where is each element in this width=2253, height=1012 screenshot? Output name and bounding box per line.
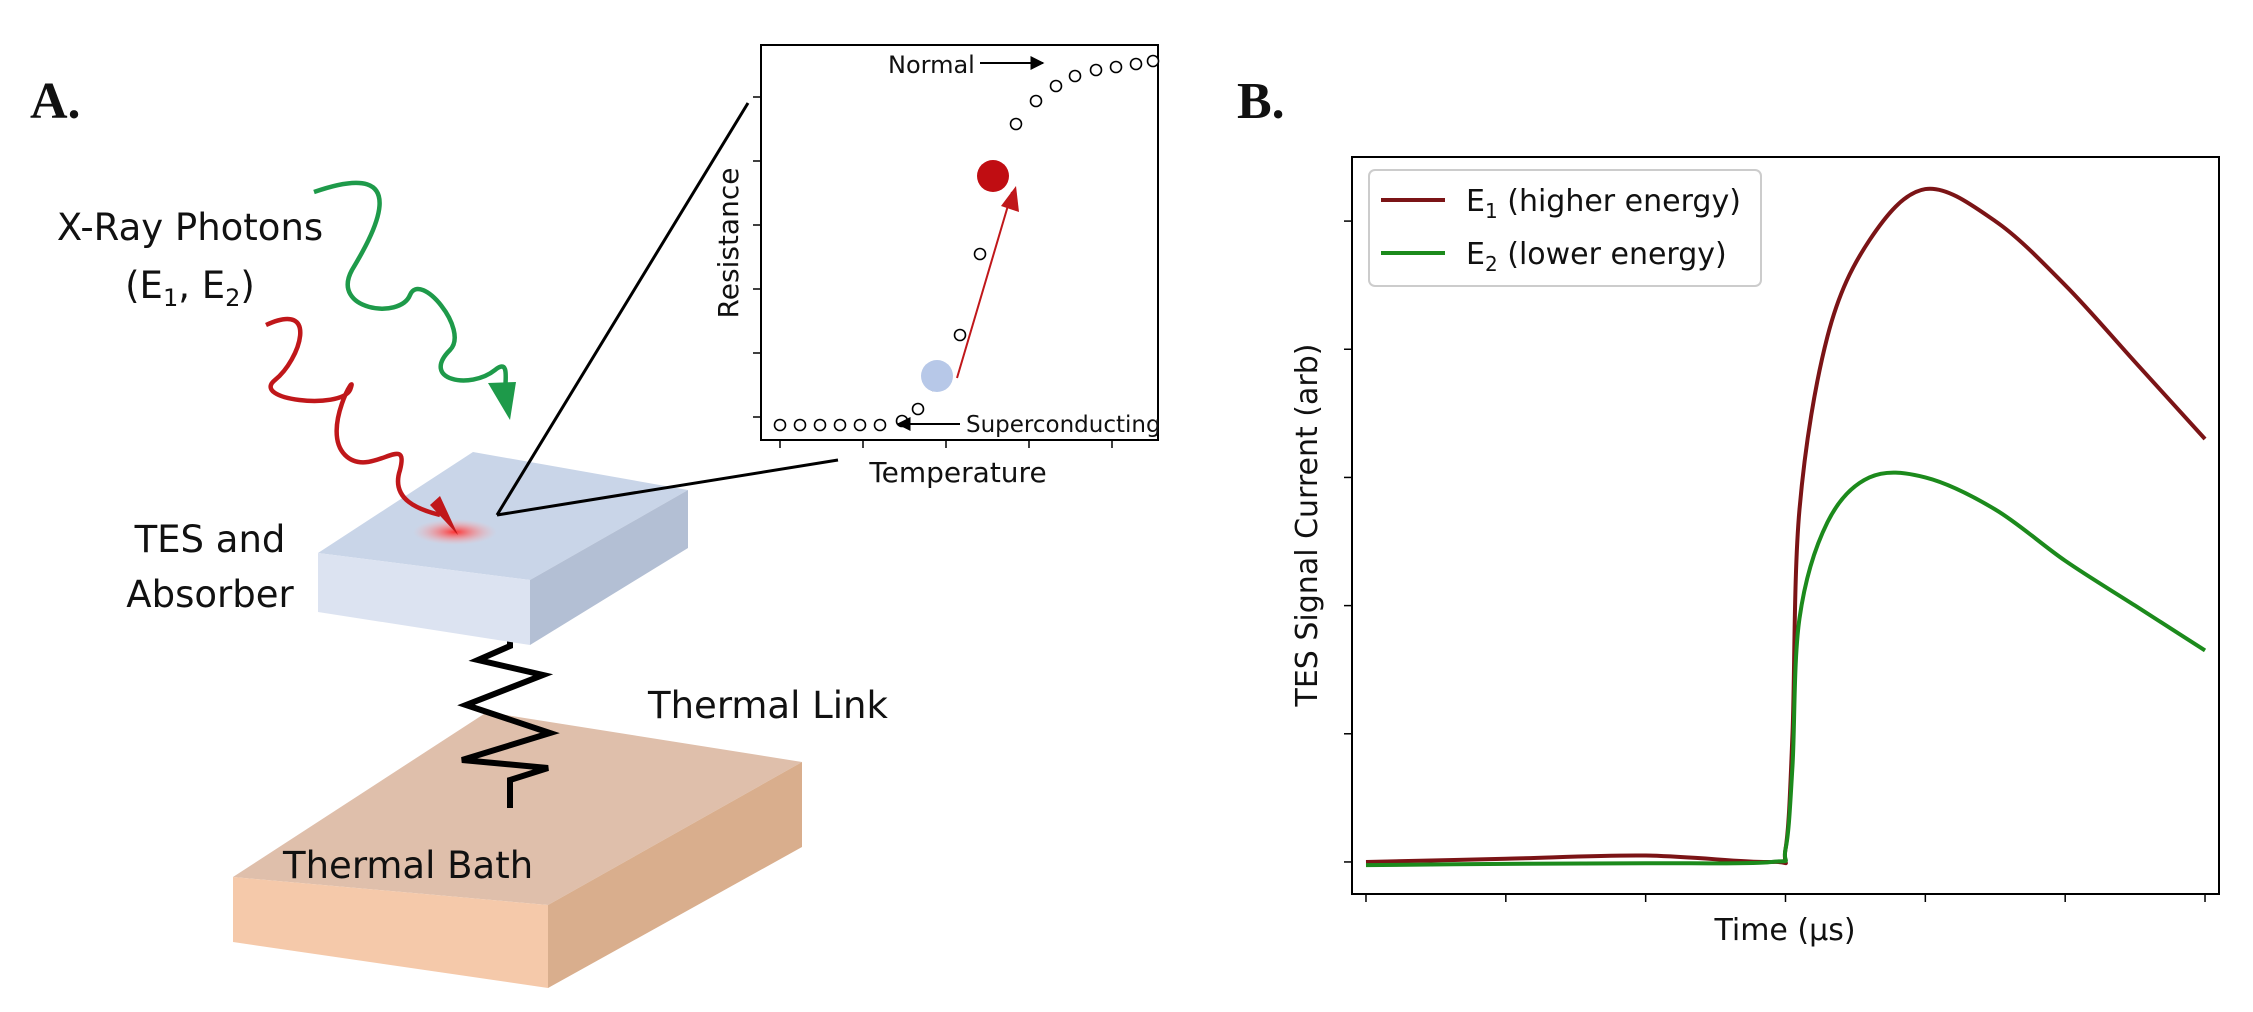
thermal-bath-label: Thermal Bath: [282, 844, 533, 887]
chart-ticks: [1344, 220, 2206, 902]
thermal-link-spring: [457, 640, 560, 808]
inset-point: [1068, 69, 1082, 83]
panel-b-label: B.: [1237, 73, 1285, 130]
thermal-bath-block: [233, 712, 802, 988]
legend-label-e2: E2 (lower energy): [1466, 237, 1727, 276]
photons-label-line2: (E1, E2): [125, 264, 255, 312]
inset-point: [953, 328, 967, 342]
inset-point: [853, 418, 867, 432]
chart-ylabel: TES Signal Current (arb): [1290, 344, 1325, 708]
green-photon-wave: [313, 180, 509, 396]
series-line-e1: [1365, 186, 2207, 866]
chart-series: [1365, 186, 2207, 868]
inset-frame: [760, 44, 1159, 441]
inset-point: [773, 418, 787, 432]
inset-point: [973, 247, 987, 261]
inset-point: [1109, 60, 1123, 74]
inset-normal-label: Normal: [888, 51, 975, 79]
bath-top-face: [233, 712, 802, 905]
red-photon-arrowhead: [430, 496, 458, 535]
tes-label-line1: TES and: [134, 518, 286, 561]
panel-a-label: A.: [30, 73, 81, 130]
inset-ylabel: Resistance: [712, 168, 745, 319]
inset-xlabel: Temperature: [868, 456, 1046, 489]
photons-label-line1: X-Ray Photons: [57, 206, 323, 249]
series-line-e2: [1365, 470, 2207, 868]
inset-point: [1129, 57, 1143, 71]
chart-legend: E1 (higher energy) E2 (lower energy): [1368, 169, 1762, 287]
inset-point: [1089, 63, 1103, 77]
red-photon-wave: [265, 316, 441, 518]
inset-point: [833, 418, 847, 432]
tes-label-line2: Absorber: [126, 573, 294, 616]
tes-front-face: [318, 553, 530, 645]
hotspot-glow: [413, 519, 497, 545]
inset-point: [1029, 94, 1043, 108]
initial-state-marker: [921, 360, 953, 392]
thermal-link-label: Thermal Link: [647, 684, 888, 727]
inset-connector-lower: [496, 458, 839, 517]
inset-superconducting-label: Superconducting: [966, 412, 1161, 438]
resistance-temperature-inset: [753, 44, 1160, 448]
transition-arrowhead: [1001, 186, 1019, 212]
inset-connector-upper: [495, 102, 750, 516]
heated-state-marker: [977, 160, 1009, 192]
tes-absorber-block: [318, 452, 688, 645]
inset-point: [873, 418, 887, 432]
legend-label-e1: E1 (higher energy): [1466, 184, 1741, 223]
bath-front-face: [233, 877, 548, 988]
legend-box: [1368, 169, 1762, 287]
tes-top-face: [318, 452, 688, 580]
chart-xlabel: Time (µs): [1713, 913, 1855, 948]
inset-point: [1146, 54, 1160, 68]
tes-side-face: [530, 490, 688, 645]
inset-point: [793, 418, 807, 432]
transition-arrow-line: [956, 191, 1013, 379]
inset-point: [813, 418, 827, 432]
inset-point: [1009, 117, 1023, 131]
inset-point: [911, 402, 925, 416]
signal-chart: E1 (higher energy) E2 (lower energy): [1344, 156, 2220, 902]
inset-point: [1049, 79, 1063, 93]
green-photon-arrowhead: [488, 382, 516, 420]
bath-side-face: [548, 762, 802, 988]
inset-ticks: [753, 96, 1113, 448]
